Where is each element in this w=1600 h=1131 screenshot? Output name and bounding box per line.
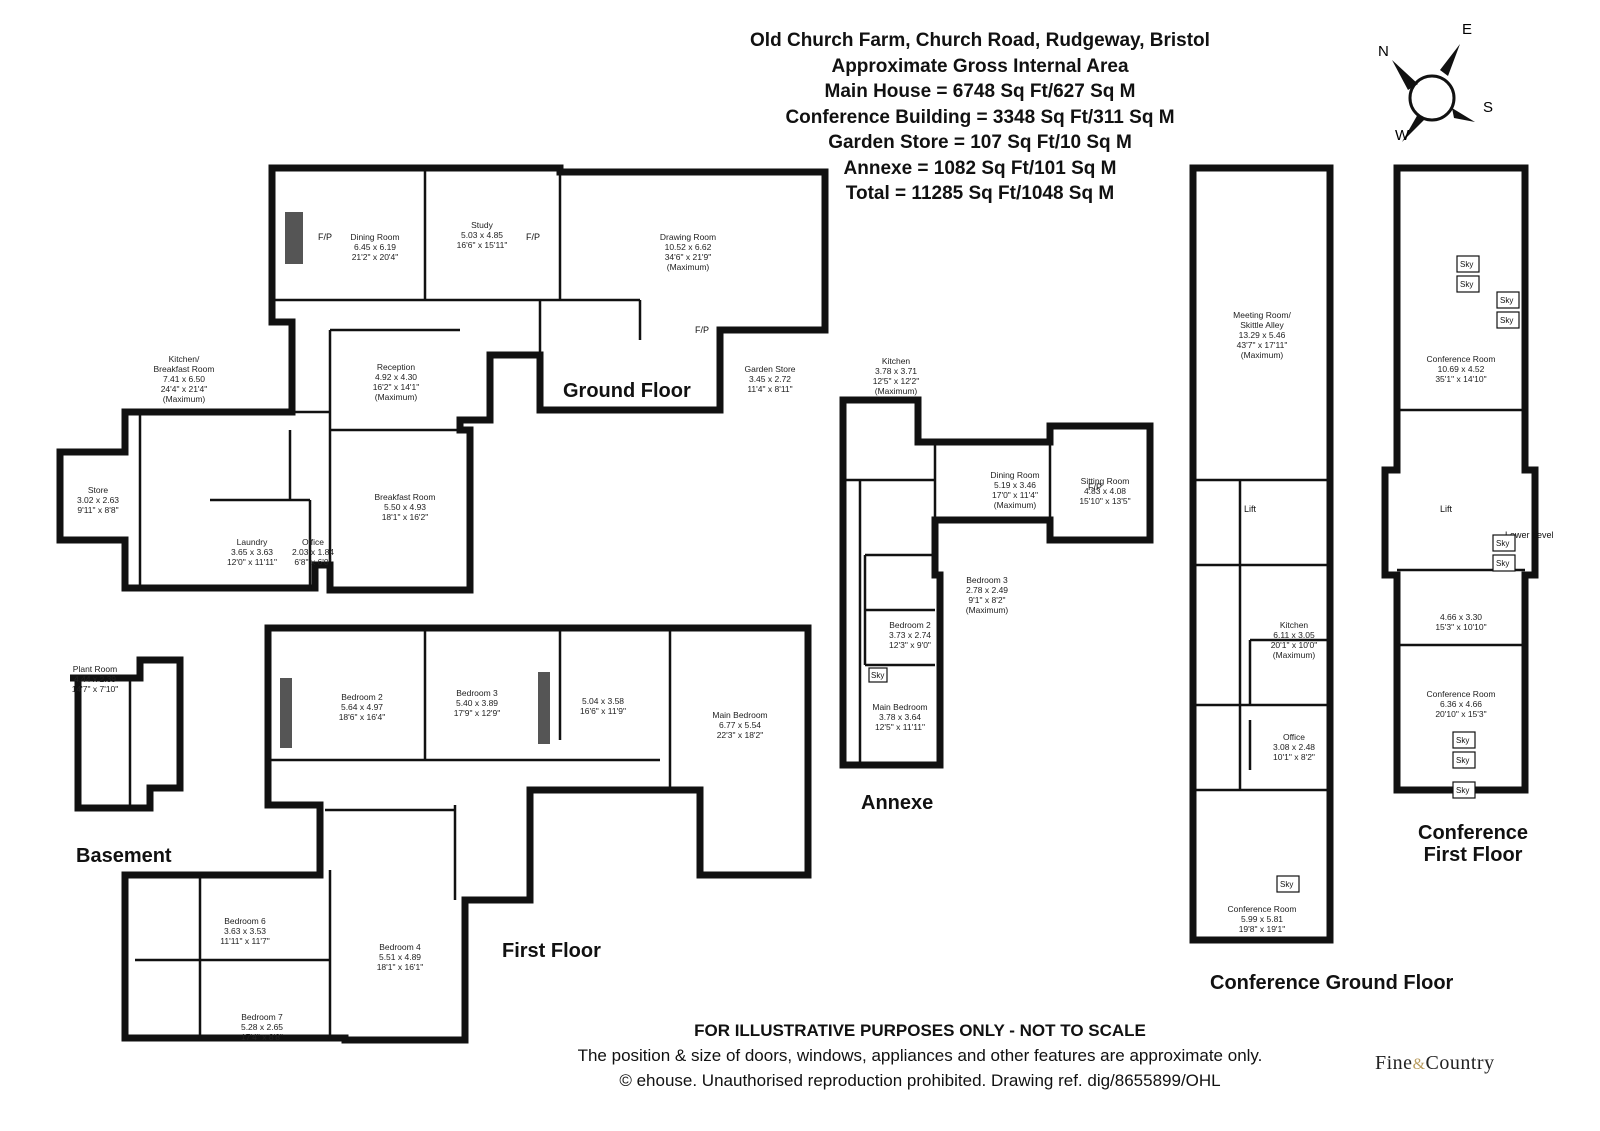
fireplace-label: F/P: [526, 232, 540, 242]
svg-text:Sky: Sky: [1496, 539, 1509, 548]
svg-text:W: W: [1395, 127, 1410, 144]
skylight-icon: Sky: [1456, 255, 1480, 273]
skylight-icon: Sky: [1452, 781, 1476, 799]
lift-label: Lift: [1244, 504, 1257, 514]
label-ground-floor: Ground Floor: [563, 380, 691, 402]
lower-level-label: Lower Level: [1505, 530, 1554, 540]
area-heading: Approximate Gross Internal Area: [831, 55, 1129, 77]
skylight-icon: Sky: [1492, 554, 1516, 572]
label-first-floor: First Floor: [502, 940, 601, 962]
svg-text:Sky: Sky: [1456, 736, 1469, 745]
area-conference-building: Conference Building = 3348 Sq Ft/311 Sq …: [785, 106, 1175, 128]
disclaimer-title: FOR ILLUSTRATIVE PURPOSES ONLY - NOT TO …: [694, 1021, 1146, 1040]
skylight-icon: Sky: [1496, 291, 1520, 309]
skylight-icon: Sky: [1452, 751, 1476, 769]
svg-text:E: E: [1462, 21, 1472, 38]
label-first-floor-conf: First Floor: [1423, 844, 1523, 866]
fireplace-label: F/P: [318, 232, 332, 242]
annexe-plan: [839, 396, 1154, 769]
skylight-icon: Sky: [1276, 875, 1300, 893]
conference-ground-floor: [1189, 164, 1334, 944]
skylight-icon: Sky: [1456, 275, 1480, 293]
basement-plan: [70, 656, 184, 812]
skylight-icon: Sky: [1452, 731, 1476, 749]
brand-part-1: Fine: [1375, 1052, 1413, 1074]
main-house-first-floor: [121, 624, 812, 1044]
svg-text:Sky: Sky: [1456, 786, 1469, 795]
fireplace-label: F/P: [1088, 482, 1102, 492]
lift-label: Lift: [1440, 504, 1453, 514]
area-main-house: Main House = 6748 Sq Ft/627 Sq M: [824, 81, 1136, 102]
plan-symbols: F/P F/P F/P F/P Lift Lift Lower Level Sk…: [318, 232, 1554, 893]
svg-text:Sky: Sky: [1460, 280, 1473, 289]
label-conference-ground-floor: Conference Ground Floor: [1210, 972, 1454, 994]
copyright-text: © ehouse. Unauthorised reproduction proh…: [619, 1071, 1221, 1090]
property-address: Old Church Farm, Church Road, Rudgeway, …: [750, 30, 1210, 51]
svg-text:Sky: Sky: [1500, 296, 1513, 305]
brand-part-2: Country: [1425, 1052, 1495, 1074]
disclaimer-footer: FOR ILLUSTRATIVE PURPOSES ONLY - NOT TO …: [480, 1018, 1360, 1093]
svg-text:Sky: Sky: [871, 671, 884, 680]
label-conference: Conference: [1418, 822, 1529, 844]
fireplace-label: F/P: [695, 325, 709, 335]
compass-icon: N E S W: [1378, 21, 1493, 144]
skylight-icon: Sky: [1492, 534, 1516, 552]
label-annexe: Annexe: [861, 792, 934, 814]
area-garden-store: Garden Store = 107 Sq Ft/10 Sq M: [828, 132, 1132, 153]
label-basement: Basement: [76, 845, 172, 867]
svg-text:S: S: [1483, 99, 1493, 116]
skylight-icon: Sky: [1496, 311, 1520, 329]
label-conference-first-floor: Conference First Floor: [1418, 822, 1528, 866]
area-annexe: Annexe = 1082 Sq Ft/101 Sq M: [843, 157, 1117, 179]
area-summary-header: Old Church Farm, Church Road, Rudgeway, …: [640, 28, 1320, 207]
svg-text:Sky: Sky: [1496, 559, 1509, 568]
brand-logo: Fine&Country: [1375, 1052, 1495, 1075]
svg-text:Sky: Sky: [1456, 756, 1469, 765]
area-total: Total = 11285 Sq Ft/1048 Sq M: [845, 183, 1115, 204]
conference-first-floor: [1381, 164, 1539, 794]
main-house-ground-floor: [56, 164, 829, 594]
svg-text:Sky: Sky: [1500, 316, 1513, 325]
svg-text:Sky: Sky: [1460, 260, 1473, 269]
brand-amp: &: [1412, 1056, 1426, 1073]
svg-text:Sky: Sky: [1280, 880, 1293, 889]
skylight-icon: Sky: [868, 667, 888, 683]
disclaimer-text: The position & size of doors, windows, a…: [577, 1046, 1263, 1065]
svg-text:N: N: [1378, 43, 1389, 60]
